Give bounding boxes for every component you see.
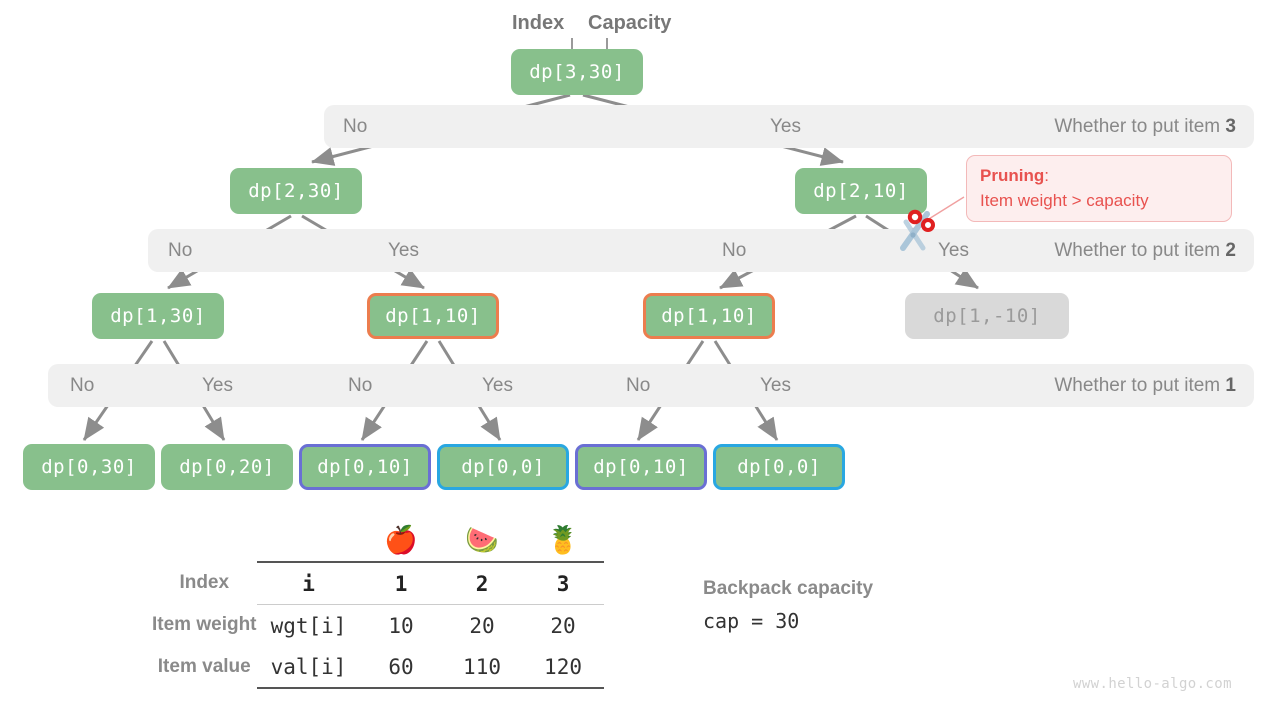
band1-yes-label: Yes [202, 374, 233, 396]
capacity-note-title: Backpack capacity [703, 578, 874, 599]
band2-no-label: No [168, 239, 193, 261]
tree-node-dp-0-0-b[interactable]: dp[0,0] [713, 444, 845, 490]
key-cell-i: i [256, 561, 361, 605]
tree-node-dp-3-30[interactable]: dp[3,30] [511, 49, 643, 95]
capacity-annotation-label: Capacity [588, 12, 672, 34]
key-cell-val: val[i] [256, 646, 361, 689]
emoji-header-row: 🍎 🍉 🍍 [152, 520, 604, 562]
tree-node-dp-0-10-a[interactable]: dp[0,10] [299, 444, 431, 490]
band1-yes2-label: Yes [482, 374, 513, 396]
weight-value-2: 20 [441, 604, 523, 646]
value-value-3: 120 [522, 646, 604, 689]
band1-no2-label: No [348, 374, 373, 396]
row-label-item-weight: Item weight [152, 614, 257, 636]
band2-yes2-label: Yes [938, 239, 969, 261]
band3-no-label: No [343, 115, 368, 137]
table-row-weight: Item weight wgt[i] 10 20 20 [152, 604, 604, 646]
decision-band-item-1: No Yes No Yes No Yes Whether to put item… [48, 364, 1254, 407]
weight-value-3: 20 [522, 604, 604, 646]
row-label-index: Index [179, 572, 230, 594]
index-value-1: 1 [360, 561, 442, 605]
band2-question-label: Whether to put item 2 [1054, 239, 1236, 261]
band1-question-label: Whether to put item 1 [1054, 374, 1236, 396]
decision-band-item-2: No Yes No Yes Whether to put item 2 [148, 229, 1254, 272]
watermelon-icon: 🍉 [465, 525, 499, 555]
tree-node-dp-0-20[interactable]: dp[0,20] [161, 444, 293, 490]
tree-node-dp-0-30[interactable]: dp[0,30] [23, 444, 155, 490]
index-value-3: 3 [522, 561, 604, 605]
spec-table: 🍎 🍉 🍍 Index i 1 2 3 Item weight wgt[i] 1… [152, 520, 604, 689]
item-spec-table: 🍎 🍉 🍍 Index i 1 2 3 Item weight wgt[i] 1… [152, 520, 604, 689]
band1-no-label: No [70, 374, 95, 396]
tree-node-dp-1-10-left[interactable]: dp[1,10] [367, 293, 499, 339]
tree-node-dp-1-10-right[interactable]: dp[1,10] [643, 293, 775, 339]
index-annotation-label: Index [512, 12, 565, 34]
apple-icon: 🍎 [384, 525, 418, 555]
capacity-note-expression: cap = 30 [703, 609, 800, 633]
band1-yes3-label: Yes [760, 374, 791, 396]
band2-yes-label: Yes [388, 239, 419, 261]
decision-band-item-3: No Yes Whether to put item 3 [324, 105, 1254, 148]
tree-node-dp-0-10-b[interactable]: dp[0,10] [575, 444, 707, 490]
tree-node-dp-1-30[interactable]: dp[1,30] [92, 293, 224, 339]
scissors-icon [900, 209, 935, 251]
key-cell-wgt: wgt[i] [256, 604, 361, 646]
tree-node-dp-0-0-a[interactable]: dp[0,0] [437, 444, 569, 490]
band2-no2-label: No [722, 239, 747, 261]
band1-no3-label: No [626, 374, 651, 396]
table-row-value: Item value val[i] 60 110 120 [152, 646, 604, 689]
pruning-callout: Pruning: Item weight > capacity [966, 155, 1232, 222]
pineapple-icon: 🍍 [546, 525, 580, 555]
emoji-key-spacer [257, 520, 361, 562]
pruning-callout-body: Item weight > capacity [980, 190, 1149, 210]
weight-value-1: 10 [360, 604, 442, 646]
pruning-callout-title: Pruning: [980, 166, 1049, 185]
tree-node-dp-2-30[interactable]: dp[2,30] [230, 168, 362, 214]
emoji-row-spacer [152, 520, 257, 562]
band3-yes-label: Yes [770, 115, 801, 137]
watermark: www.hello-algo.com [1073, 676, 1232, 692]
value-value-2: 110 [441, 646, 523, 689]
index-value-2: 2 [441, 561, 523, 605]
value-value-1: 60 [360, 646, 442, 689]
tree-node-dp-1-neg10-pruned[interactable]: dp[1,-10] [905, 293, 1069, 339]
table-row-index: Index i 1 2 3 [152, 561, 604, 605]
backpack-capacity-note: Backpack capacity cap = 30 [703, 578, 873, 633]
row-label-item-value: Item value [157, 656, 251, 677]
band3-question-label: Whether to put item 3 [1054, 115, 1236, 137]
tree-node-dp-2-10[interactable]: dp[2,10] [795, 168, 927, 214]
